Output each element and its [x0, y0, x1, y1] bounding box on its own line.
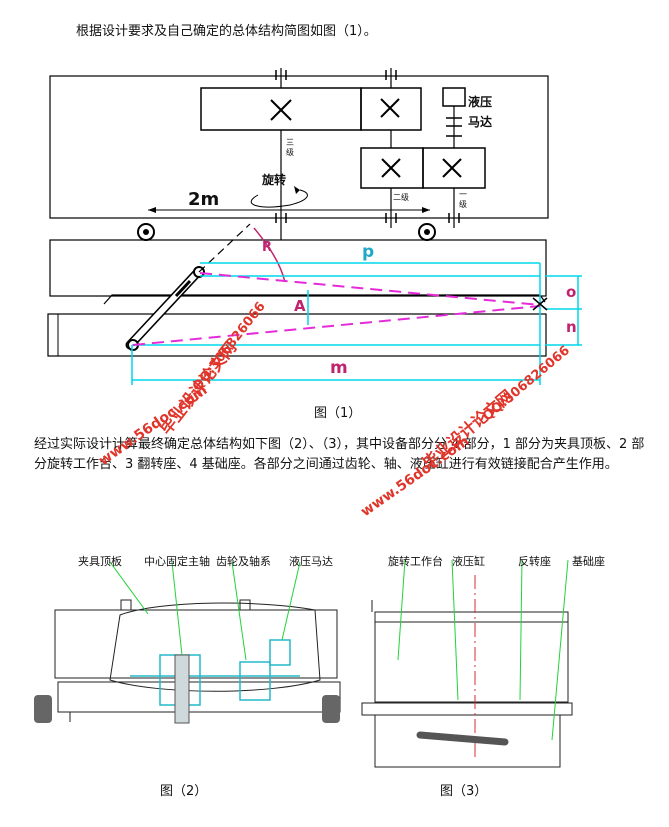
fig3-label-rotary-table: 旋转工作台 — [388, 555, 443, 568]
fig2-label-top-plate: 夹具顶板 — [78, 555, 122, 568]
fig3-label-hydraulic-cylinder: 液压缸 — [452, 555, 485, 568]
level1-label: 一级 — [459, 190, 467, 209]
level3-label: 三级 — [286, 138, 294, 157]
dim-a-label: A — [294, 297, 306, 315]
hydraulic-motor-label-1: 液压 — [468, 95, 493, 109]
fig2-label-hydraulic-motor: 液压马达 — [289, 555, 333, 568]
dim-r-label: R — [262, 240, 273, 255]
body-paragraph: 经过实际设计计算最终确定总体结构如下图（2）、（3），其中设备部分分 4 部分，… — [34, 437, 645, 472]
figure-1-caption: 图（1） — [314, 406, 362, 421]
dim-n-label: n — [566, 318, 577, 336]
dim-o-label: o — [566, 283, 577, 301]
hydraulic-motor-label-2: 马达 — [468, 115, 493, 129]
dim-m-label: m — [330, 358, 348, 378]
figure-3-caption: 图（3） — [440, 784, 488, 799]
intro-text: 根据设计要求及自己确定的总体结构简图如图（1）。 — [76, 24, 377, 39]
fig3-label-base-seat: 基础座 — [572, 555, 605, 568]
dim-2m-label: 2m — [188, 189, 220, 210]
level2-label: 二级 — [393, 193, 409, 202]
fig2-label-main-shaft: 中心固定主轴 — [144, 555, 210, 568]
dim-p-label: p — [362, 242, 375, 262]
rotation-label: 旋转 — [262, 173, 287, 187]
figure-2-caption: 图（2） — [160, 784, 208, 799]
fig2-label-gear-shaft: 齿轮及轴系 — [216, 555, 271, 568]
figure-1-diagram — [47, 68, 582, 385]
fig3-label-flip-seat: 反转座 — [518, 555, 551, 568]
